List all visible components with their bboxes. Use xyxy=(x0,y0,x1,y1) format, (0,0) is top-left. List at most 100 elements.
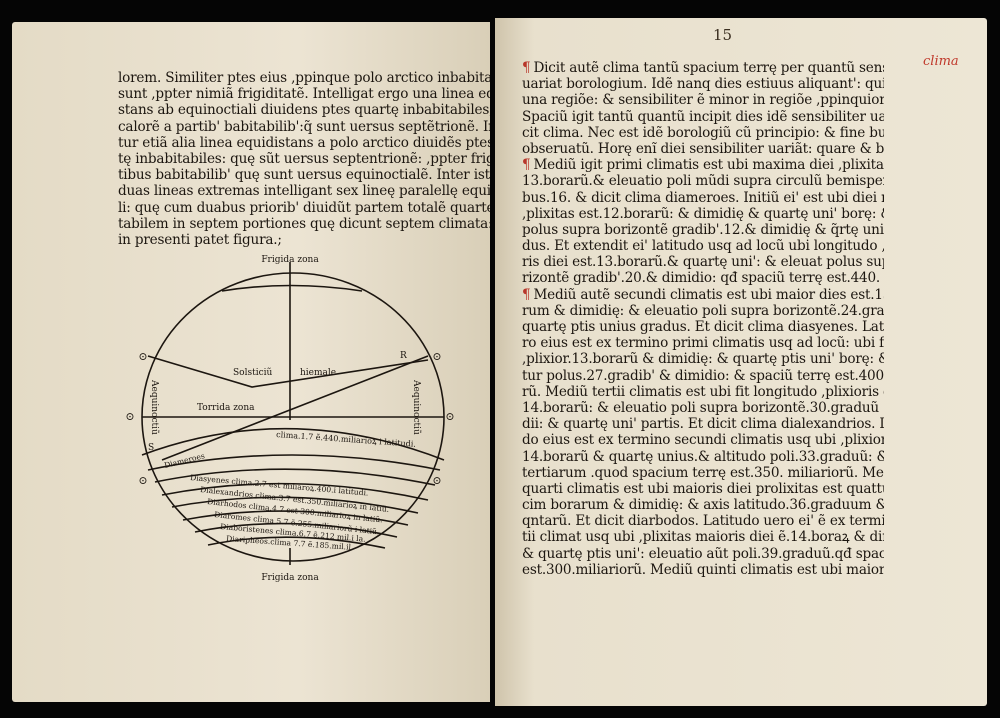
sun-symbol-icon: ⊙ xyxy=(445,410,454,423)
clime-line xyxy=(171,496,419,514)
text-line: tertiarum .quod spacium terrę est.350. m… xyxy=(522,465,884,481)
text-line: quarti climatis est ubi maioris diei pro… xyxy=(522,481,884,497)
text-line: rum & dimidię: & eleuatio poli supra bor… xyxy=(522,303,884,319)
text-line: tii climat usq ubi ,plixitas maioris die… xyxy=(522,529,884,545)
line-text: quartę ptis unius gradus. Et dicit clima… xyxy=(522,319,884,335)
line-text: dus. Et extendit ei' latitudo usq ad loc… xyxy=(522,238,884,255)
text-line: una regiõe: & sensibiliter ẽ minor in re… xyxy=(522,92,884,108)
line-text: in presenti patet figura.; xyxy=(118,231,282,248)
text-line: 14.borarũ: & eleuatio poli supra borizon… xyxy=(522,400,884,416)
text-line: tibus babitabilib' quę sunt uersus equin… xyxy=(118,167,490,183)
text-line: polus supra borizontẽ gradib'.12.& dimid… xyxy=(522,222,884,238)
arctic-line xyxy=(221,284,363,292)
line-text: obseruatũ. Horę enĩ diei sensibiliter ua… xyxy=(522,140,884,157)
text-line: sunt ,ppter nimiã frigiditatẽ. Intelliga… xyxy=(118,86,490,102)
line-text: Mediũ autẽ secundi climatis est ubi maio… xyxy=(533,286,884,303)
text-line: do eius est ex termino secundi climatis … xyxy=(522,432,884,448)
line-text: dii: & quartę uni' partis. Et dicit clim… xyxy=(522,416,884,433)
text-line: 13.borarũ.& eleuatio poli mũdi supra cir… xyxy=(522,173,884,189)
text-line: est.300.miliariorũ. Mediũ quinti climati… xyxy=(522,562,884,578)
clime-line xyxy=(154,468,436,486)
ecliptic-line xyxy=(161,355,429,461)
line-text: quarti climatis est ubi maioris diei pro… xyxy=(522,480,884,497)
line-text: cit clima. Nec est idẽ borologiũ cũ prin… xyxy=(522,124,884,141)
page-number: 15 xyxy=(713,26,733,44)
text-line: duas lineas extremas intelligant sex lin… xyxy=(118,183,490,199)
text-line: 14.borarũ & quartę unius.& altitudo poli… xyxy=(522,449,884,465)
line-text: tur etiã alia linea equidistans a polo a… xyxy=(118,134,490,151)
text-line: ,plixitas est.12.borarũ: & dimidię & qua… xyxy=(522,206,884,222)
clime-line xyxy=(182,510,409,526)
text-line: ¶Mediũ autẽ secundi climatis est ubi mai… xyxy=(522,287,884,303)
line-text: tur polus.27.gradib' & dimidio: & spaciũ… xyxy=(522,367,884,384)
line-text: tę inbabitabiles: quę sũt uersus septent… xyxy=(118,150,490,167)
line-text: lorem. Similiter ptes eius ,ppinque polo… xyxy=(118,70,490,86)
line-text: uariat borologium. Idẽ nanq dies estiuus… xyxy=(522,76,884,93)
sun-symbol-icon: ⊙ xyxy=(432,474,441,487)
text-line: quartę ptis unius gradus. Et dicit clima… xyxy=(522,319,884,335)
text-line: tabilem in septem portiones quę dicunt s… xyxy=(118,216,490,232)
text-line: ro eius est ex termino primi climatis us… xyxy=(522,335,884,351)
text-line: cim borarum & dimidię: & axis latitudo.3… xyxy=(522,497,884,513)
line-text: Spaciũ igit tantũ quantũ incipit dies id… xyxy=(522,108,884,125)
text-line: dii: & quartę uni' partis. Et dicit clim… xyxy=(522,416,884,432)
right-page-text: ¶Dicit autẽ clima tantũ spacium terrę pe… xyxy=(522,60,884,578)
text-line: ¶Dicit autẽ clima tantũ spacium terrę pe… xyxy=(522,60,884,76)
paragraph-mark: ¶ xyxy=(522,157,531,174)
clime-line xyxy=(207,536,386,549)
line-text: ro eius est ex termino primi climatis us… xyxy=(522,335,884,352)
text-line: rũ. Mediũ tertii climatis est ubi fit lo… xyxy=(522,384,884,400)
line-text: ris diei est.13.borarũ.& quartę uni': & … xyxy=(522,254,884,271)
line-text: polus supra borizontẽ gradib'.12.& dimid… xyxy=(522,221,884,238)
text-line: rizontẽ gradib'.20.& dimidio: qđ spaciũ … xyxy=(522,270,884,286)
line-text: qntarũ. Et dicit diarbodos. Latitudo uer… xyxy=(522,513,884,530)
line-text: duas lineas extremas intelligant sex lin… xyxy=(118,183,490,200)
line-text: Mediũ igit primi climatis est ubi maxima… xyxy=(533,157,884,174)
line-text: li: quę cum duabus priorib' diuidũt part… xyxy=(118,199,490,216)
line-text: cim borarum & dimidię: & axis latitudo.3… xyxy=(522,497,884,514)
text-line: lorem. Similiter ptes eius ,ppinque polo… xyxy=(118,70,490,86)
left-page-text: lorem. Similiter ptes eius ,ppinque polo… xyxy=(118,70,490,248)
mark-r: R xyxy=(400,351,407,361)
text-line: ris diei est.13.borarũ.& quartę uni': & … xyxy=(522,254,884,270)
line-text: 14.borarũ & quartę unius.& altitudo poli… xyxy=(522,448,884,465)
clime-line xyxy=(194,522,398,538)
line-text: do eius est ex termino secundi climatis … xyxy=(522,432,884,449)
equinox-left-label: Aequinoctiũ xyxy=(149,379,160,435)
text-line: calorẽ a partib' babitabilib':q̃ sunt ue… xyxy=(118,119,490,135)
line-text: 13.borarũ.& eleuatio poli mũdi supra cir… xyxy=(522,173,884,190)
text-line: bus.16. & dicit clima diameroes. Initiũ … xyxy=(522,190,884,206)
text-line: & quartę ptis uni': eleuatio aũt poli.39… xyxy=(522,546,884,562)
margin-note: clima xyxy=(923,54,959,69)
solstice-left-label: Solsticiũ xyxy=(233,367,272,378)
right-page: 15 clima ¶Dicit autẽ clima tantũ spacium… xyxy=(495,18,987,706)
line-text: 14.borarũ: & eleuatio poli supra borizon… xyxy=(522,399,884,416)
text-line: obseruatũ. Horę enĩ diei sensibiliter ua… xyxy=(522,141,884,157)
climate-band-label: Diameroes xyxy=(163,451,205,470)
clime-line xyxy=(161,482,429,501)
text-line: tur etiã alia linea equidistans a polo a… xyxy=(118,135,490,151)
clime-line xyxy=(147,454,441,471)
paragraph-mark: ¶ xyxy=(522,60,531,76)
text-line: Spaciũ igit tantũ quantũ incipit dies id… xyxy=(522,109,884,125)
text-line: ¶Mediũ igit primi climatis est ubi maxim… xyxy=(522,157,884,173)
line-text: & quartę ptis uni': eleuatio aũt poli.39… xyxy=(522,545,884,562)
sun-symbol-icon: ⊙ xyxy=(125,410,134,423)
text-line: ,plixior.13.borarũ & dimidię: & quartę p… xyxy=(522,351,884,367)
text-line: tur polus.27.gradib' & dimidio: & spaciũ… xyxy=(522,368,884,384)
paragraph-mark: ¶ xyxy=(522,286,531,303)
line-text: Dicit autẽ clima tantũ spacium terrę per… xyxy=(533,60,884,76)
mark-s: S xyxy=(148,443,154,453)
text-line: tę inbabitabiles: quę sũt uersus septent… xyxy=(118,151,490,167)
text-line: cit clima. Nec est idẽ borologiũ cũ prin… xyxy=(522,125,884,141)
line-text: tii climat usq ubi ,plixitas maioris die… xyxy=(522,529,884,546)
line-text: tabilem in septem portiones quę dicunt s… xyxy=(118,215,490,232)
text-line: dus. Et extendit ei' latitudo usq ad loc… xyxy=(522,238,884,254)
line-text: una regiõe: & sensibiliter ẽ minor in re… xyxy=(522,92,884,109)
line-text: rum & dimidię: & eleuatio poli supra bor… xyxy=(522,302,884,319)
line-text: stans ab equinoctiali diuidens ptes quar… xyxy=(118,102,490,119)
line-text: tibus babitabilib' quę sunt uersus equin… xyxy=(118,167,490,184)
top-label: Frigida zona xyxy=(261,255,319,265)
sun-symbol-icon: ⊙ xyxy=(432,350,441,363)
